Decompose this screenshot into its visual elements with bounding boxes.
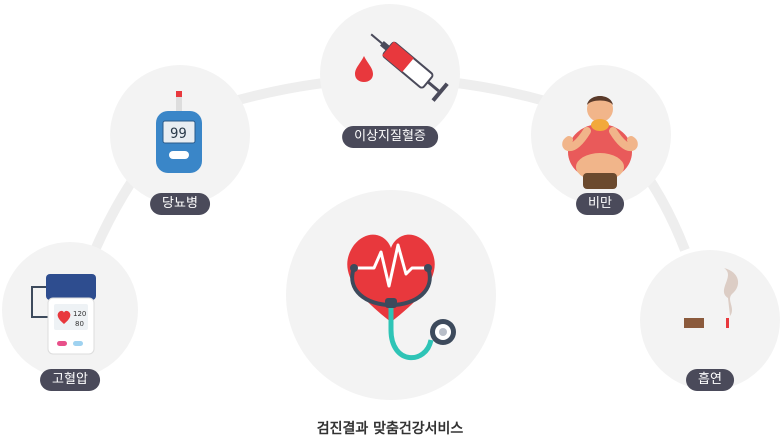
- smoking-circle[interactable]: [640, 250, 780, 390]
- glucose-meter-icon: 99: [156, 91, 202, 173]
- diagram-caption: 검진결과 맞춤건강서비스: [316, 421, 464, 437]
- diabetes-circle[interactable]: 99: [110, 65, 250, 205]
- hypertension-circle[interactable]: 120 80: [2, 242, 138, 378]
- obesity-circle[interactable]: [531, 65, 671, 205]
- label-hypertension[interactable]: 고혈압: [40, 369, 100, 391]
- label-smoking[interactable]: 흡연: [686, 369, 734, 391]
- diastolic-reading: 80: [75, 320, 84, 328]
- cigarette-icon: [684, 268, 739, 328]
- label-obesity[interactable]: 비만: [576, 193, 624, 215]
- systolic-reading: 120: [73, 310, 86, 318]
- heart-stethoscope-icon: [347, 234, 456, 360]
- label-diabetes[interactable]: 당뇨병: [150, 193, 210, 215]
- center-circle: [286, 190, 496, 400]
- blood-pressure-monitor-icon: 120 80: [31, 274, 96, 355]
- dyslipidemia-circle[interactable]: [320, 4, 460, 144]
- label-dyslipidemia[interactable]: 이상지질혈증: [342, 126, 438, 148]
- glucose-reading: 99: [170, 126, 187, 142]
- overweight-person-icon: [562, 96, 638, 189]
- syringe-blood-drop-icon: [355, 33, 449, 102]
